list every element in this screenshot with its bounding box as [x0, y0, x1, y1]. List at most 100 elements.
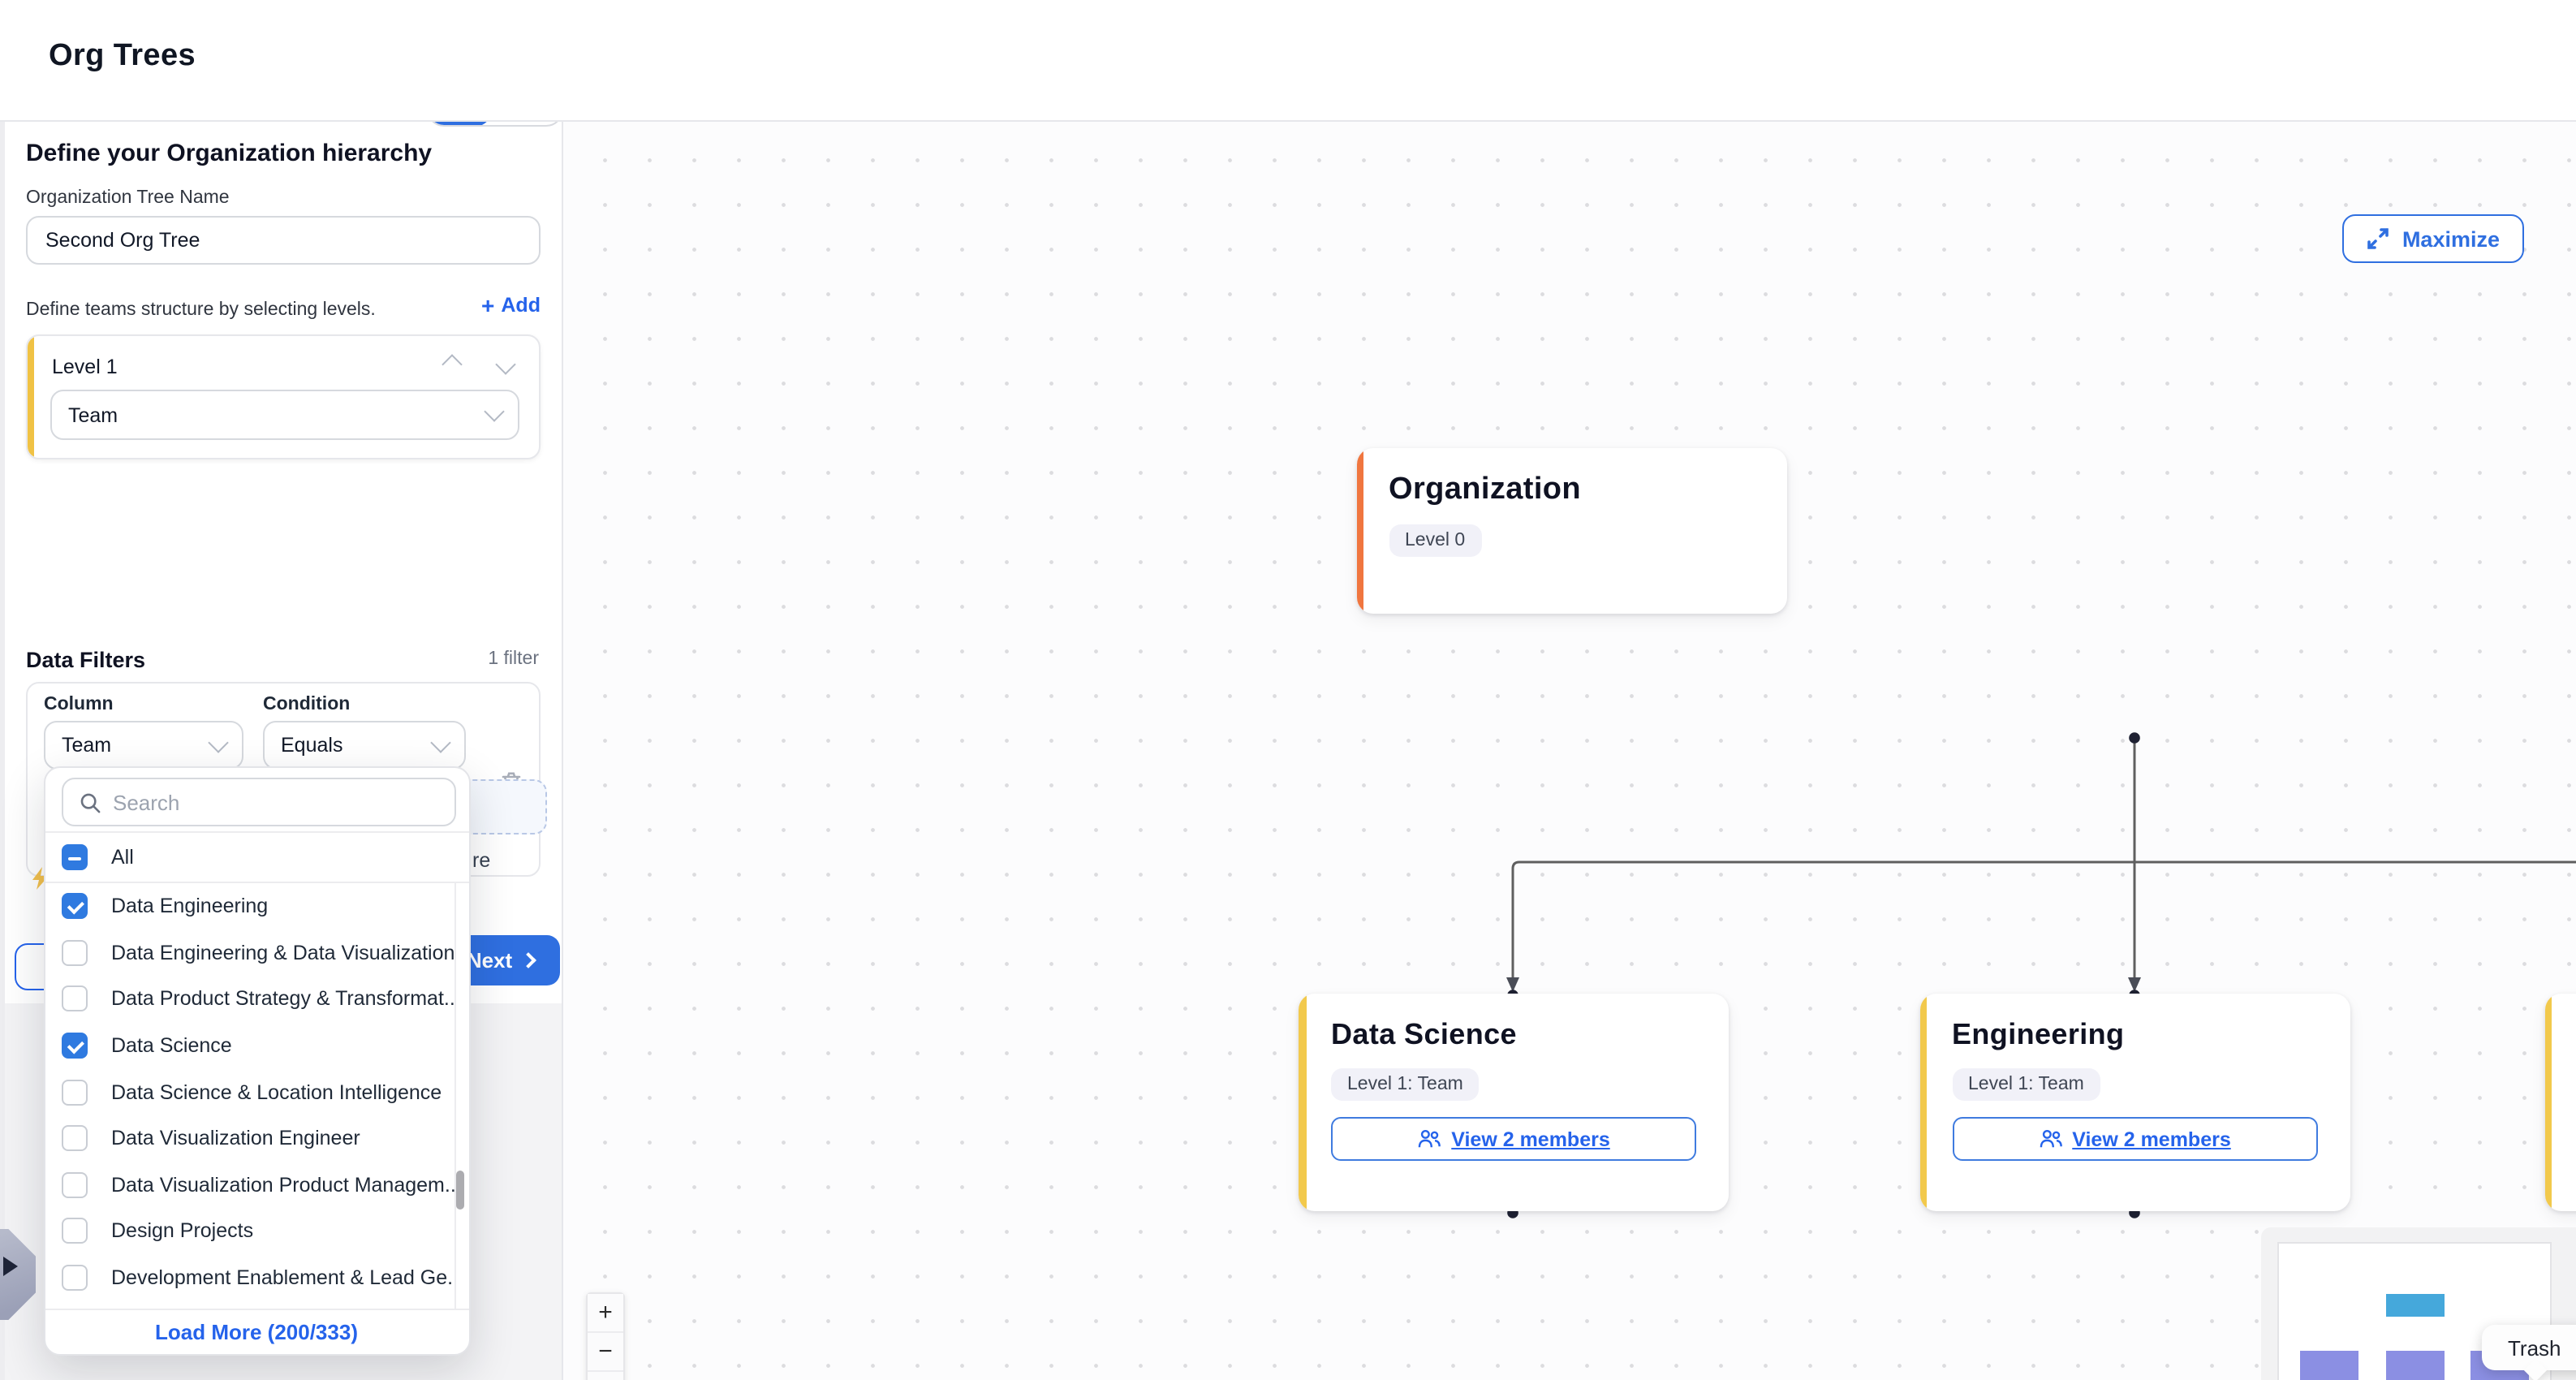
view-members-button[interactable]: View 2 members	[1331, 1117, 1696, 1161]
option-label: Data Science	[111, 1034, 232, 1057]
option-checkbox[interactable]	[61, 1265, 87, 1291]
chevron-down-icon	[484, 401, 504, 421]
expand-icon	[2367, 227, 2389, 250]
org-node-child[interactable]: Data Engineering Level 1: Team	[2544, 994, 2576, 1211]
dropdown-option[interactable]: Design Projects	[45, 1208, 454, 1254]
trash-tooltip-label: Trash	[2508, 1335, 2561, 1360]
dropdown-search-input[interactable]	[113, 790, 405, 814]
option-label: Data Science & Location Intelligence	[111, 1080, 442, 1103]
members-icon	[1417, 1128, 1441, 1149]
minimap-child-node	[2300, 1351, 2358, 1380]
clipped-text-fragment: re	[472, 849, 490, 872]
load-more-button[interactable]: Load More (200/333)	[45, 1309, 468, 1354]
play-icon	[3, 1257, 18, 1276]
zoom-out-button[interactable]: −	[588, 1333, 623, 1372]
dropdown-scrollbar-thumb[interactable]	[456, 1171, 463, 1210]
child-node-title: Data Science	[1331, 1018, 1699, 1052]
option-checkbox[interactable]	[61, 1079, 87, 1105]
level-card: Level 1 Team	[26, 334, 541, 459]
trash-tooltip: Trash	[2482, 1325, 2576, 1370]
sidebar-heading: Define your Organization hierarchy	[26, 140, 432, 167]
option-label: Data Visualization Engineer	[111, 1128, 360, 1150]
org-node-child[interactable]: Engineering Level 1: Team	[1919, 994, 2350, 1211]
option-label: Data Visualization Product Managem...	[111, 1174, 455, 1197]
plus-icon: +	[481, 292, 494, 318]
minimap-child-node	[2386, 1351, 2445, 1380]
load-more-label: Load More (200/333)	[155, 1320, 358, 1344]
org-node-root[interactable]: Organization Level 0	[1356, 448, 1786, 614]
condition-label: Condition	[263, 695, 350, 714]
option-label: Data Engineering	[111, 895, 268, 918]
child-node-title: Engineering	[1952, 1018, 2320, 1052]
add-level-label: Add	[501, 294, 541, 317]
option-checkbox[interactable]	[61, 1172, 87, 1198]
tree-name-input[interactable]	[26, 216, 541, 265]
filter-column-value: Team	[62, 734, 111, 757]
tree-name-label: Organization Tree Name	[26, 188, 230, 208]
view-members-button[interactable]: View 2 members	[1952, 1117, 2317, 1161]
option-checkbox[interactable]	[61, 894, 87, 920]
level-card-title: Level 1	[52, 356, 118, 378]
dropdown-search-box[interactable]	[61, 778, 455, 826]
next-label: Next	[467, 948, 512, 972]
option-label: Data Product Strategy & Transformat...	[111, 988, 455, 1011]
filter-count-badge: 1 filter	[488, 649, 539, 669]
root-level-badge: Level 0	[1389, 524, 1481, 557]
child-level-badge: Level 1: Team	[1952, 1068, 2100, 1101]
chevron-right-icon	[519, 952, 536, 968]
option-checkbox[interactable]	[61, 986, 87, 1012]
data-filters-title: Data Filters	[26, 648, 145, 672]
values-dropdown: All Data Engineering Data Engineering & …	[43, 766, 470, 1356]
root-accent-bar	[1356, 448, 1363, 614]
search-icon	[79, 791, 100, 813]
dropdown-option[interactable]: Data Visualization Product Managem...	[45, 1162, 454, 1208]
child-accent-bar	[1919, 994, 1927, 1211]
option-label: Data Engineering & Data Visualization	[111, 942, 454, 964]
view-members-label: View 2 members	[1451, 1128, 1610, 1150]
fit-view-button[interactable]	[588, 1372, 623, 1380]
option-checkbox[interactable]	[61, 1126, 87, 1152]
option-checkbox[interactable]	[61, 1033, 87, 1059]
dropdown-option[interactable]: Data Science & Location Intelligence	[45, 1069, 454, 1115]
dropdown-option[interactable]: Development Enablement & Lead Ge...	[45, 1255, 454, 1301]
select-all-checkbox[interactable]	[61, 844, 87, 870]
members-icon	[2038, 1128, 2062, 1149]
maximize-button[interactable]: Maximize	[2342, 214, 2524, 263]
dropdown-option[interactable]: Data Product Strategy & Transformat...	[45, 976, 454, 1022]
select-all-label: All	[111, 846, 134, 869]
child-accent-bar	[1299, 994, 1306, 1211]
org-node-child[interactable]: Data Science Level 1: Team	[1299, 994, 1729, 1211]
select-all-row[interactable]: All	[45, 833, 468, 882]
child-accent-bar	[2544, 994, 2552, 1211]
filter-condition-select[interactable]: Equals	[263, 721, 466, 770]
tree-canvas[interactable]: Maximize Organization Level 0 Data Scien…	[563, 122, 2576, 1380]
page-header: Org Trees	[0, 0, 2576, 122]
hierarchy-sidebar: Tree Table Define your Organization hier…	[0, 122, 563, 1380]
option-label: Development Enablement & Lead Ge...	[111, 1266, 455, 1289]
view-members-label: View 2 members	[2072, 1128, 2231, 1150]
levels-hint: Define teams structure by selecting leve…	[26, 300, 376, 320]
chevron-down-icon	[208, 731, 228, 752]
add-level-button[interactable]: + Add	[481, 292, 541, 318]
move-level-down-icon[interactable]	[495, 354, 515, 374]
dropdown-option[interactable]: Data Visualization Engineer	[45, 1115, 454, 1162]
chevron-down-icon	[430, 731, 450, 752]
dropdown-option[interactable]: Data Science	[45, 1023, 454, 1069]
level-type-select[interactable]: Team	[50, 390, 519, 440]
filter-condition-value: Equals	[281, 734, 342, 757]
page-title: Org Trees	[0, 0, 2576, 75]
child-level-badge: Level 1: Team	[1331, 1068, 1480, 1101]
level-type-value: Team	[68, 403, 118, 426]
move-level-up-icon[interactable]	[442, 354, 462, 374]
column-label: Column	[44, 695, 114, 714]
maximize-label: Maximize	[2402, 226, 2500, 251]
dropdown-option-list[interactable]: Data Engineering Data Engineering & Data…	[45, 883, 455, 1312]
dropdown-option[interactable]: Data Engineering & Data Visualization	[45, 929, 454, 976]
option-checkbox[interactable]	[61, 1218, 87, 1244]
option-checkbox[interactable]	[61, 940, 87, 966]
filter-column-select[interactable]: Team	[44, 721, 243, 770]
zoom-in-button[interactable]: +	[588, 1294, 623, 1333]
minimap-root-node	[2386, 1294, 2445, 1317]
dropdown-option[interactable]: Data Engineering	[45, 883, 454, 929]
